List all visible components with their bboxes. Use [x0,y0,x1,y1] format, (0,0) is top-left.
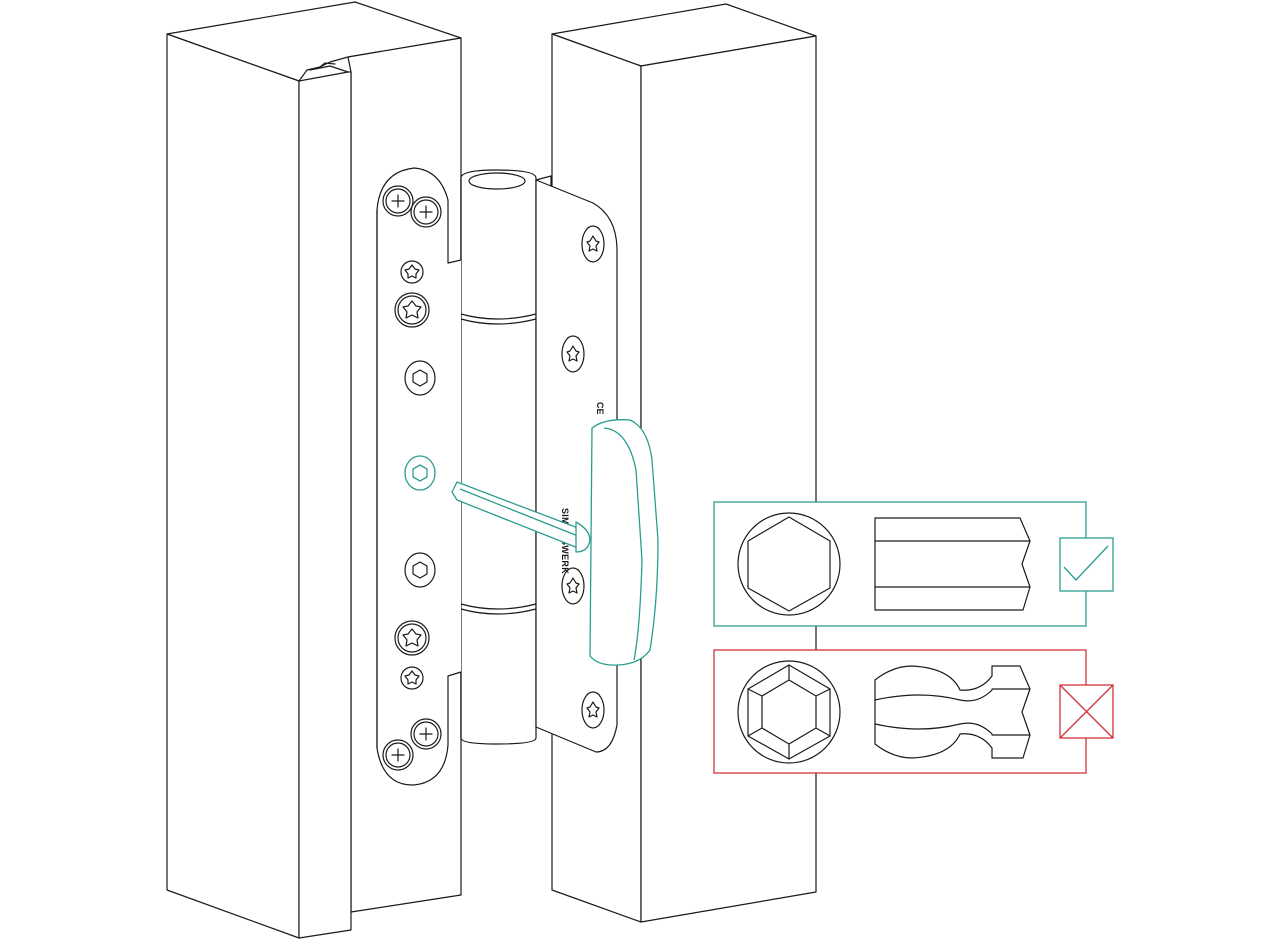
phillips-screw-icon [410,196,442,228]
hex-key-tool [451,419,659,666]
torx-screw-icon [394,292,430,328]
check-icon [1059,537,1114,592]
hex-bit-end-view [737,512,841,616]
worn-bit-end-view [737,660,841,764]
torx-screw-icon [561,567,585,605]
worn-bit-side-view [874,665,1031,759]
hex-bit-side-view [874,517,1031,611]
hex-socket-icon [404,552,436,588]
phillips-screw-icon [382,185,414,217]
leaf-screws: SIMONSWERK CE [560,225,605,729]
torx-screw-icon [400,666,424,690]
hex-socket-icon [404,360,436,396]
torx-screw-icon [561,335,585,373]
hinge-barrel [460,169,543,745]
torx-screw-icon [394,620,430,656]
torx-screw-icon [581,691,605,729]
ce-mark: CE [595,402,605,415]
torx-screw-icon [581,225,605,263]
phillips-screw-icon [382,739,414,771]
incorrect-key-panel [713,649,1114,774]
correct-key-panel [713,501,1114,627]
torx-screw-icon [400,260,424,284]
plate-screws [382,185,442,771]
cross-icon [1059,684,1114,739]
phillips-screw-icon [410,718,442,750]
hex-socket-active-icon [404,455,436,491]
